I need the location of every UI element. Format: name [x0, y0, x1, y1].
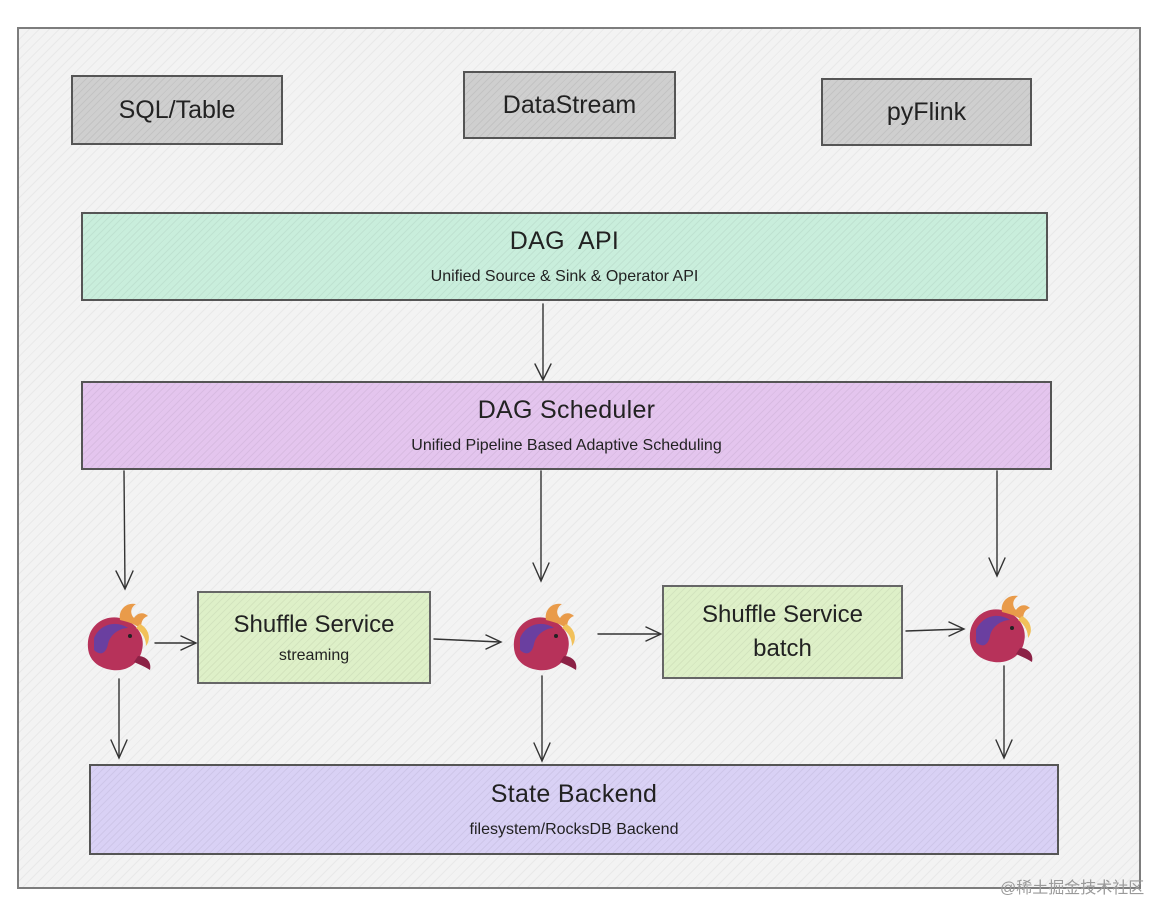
dag-scheduler-subtitle: Unified Pipeline Based Adaptive Scheduli… — [411, 437, 722, 454]
shuffle-batch-title: Shuffle Service — [702, 601, 863, 628]
pyflink-label: pyFlink — [886, 97, 967, 126]
state-backend-title: State Backend — [490, 780, 658, 808]
datastream-label: DataStream — [502, 90, 637, 119]
datastream-box: DataStream — [463, 71, 676, 139]
shuffle-streaming-subtitle: streaming — [278, 646, 350, 664]
state-backend-box: State Backend filesystem/RocksDB Backend — [89, 764, 1059, 855]
pyflink-box: pyFlink — [821, 78, 1032, 146]
watermark: @稀土掘金技术社区 — [1000, 880, 1145, 897]
dag-api-subtitle: Unified Source & Sink & Operator API — [430, 268, 699, 285]
shuffle-batch-subtitle: batch — [753, 635, 812, 662]
state-backend-subtitle: filesystem/RocksDB Backend — [469, 821, 679, 838]
sql-table-label: SQL/Table — [118, 95, 236, 124]
sql-table-box: SQL/Table — [71, 75, 283, 145]
dag-scheduler-title: DAG Scheduler — [477, 396, 656, 424]
flink-squirrel-icon — [87, 603, 151, 671]
flink-squirrel-icon — [969, 595, 1033, 663]
flink-squirrel-icon — [513, 603, 577, 671]
shuffle-service-batch-box: Shuffle Service batch — [662, 585, 903, 679]
shuffle-streaming-title: Shuffle Service — [233, 610, 395, 638]
dag-api-box: DAG API Unified Source & Sink & Operator… — [81, 212, 1048, 301]
shuffle-service-streaming-box: Shuffle Service streaming — [197, 591, 431, 684]
dag-scheduler-box: DAG Scheduler Unified Pipeline Based Ada… — [81, 381, 1052, 470]
dag-api-title: DAG API — [509, 227, 620, 255]
